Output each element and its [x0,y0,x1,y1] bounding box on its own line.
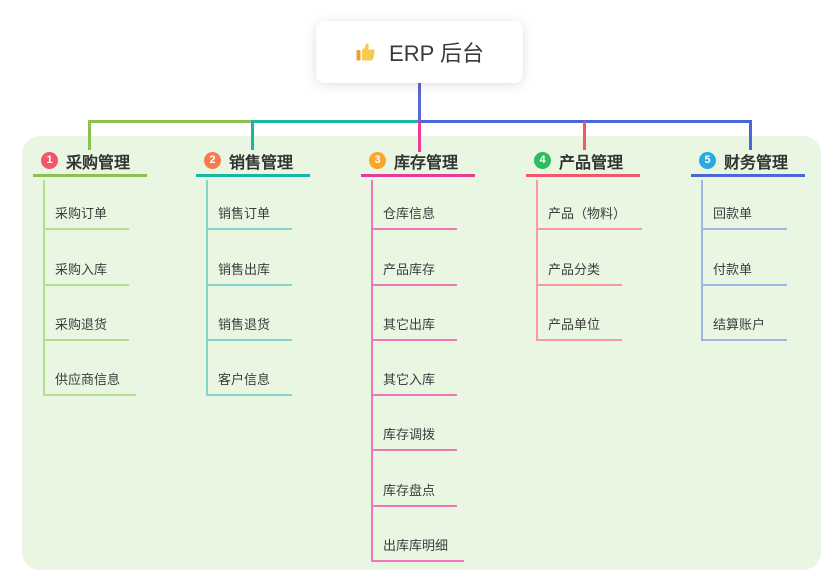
branch-label: 销售管理 [229,154,294,172]
child-label: 销售退货 [218,317,271,332]
child-label: 产品库存 [383,262,436,277]
child-label: 供应商信息 [55,372,121,387]
child-label: 其它入库 [383,372,436,387]
branch-label: 产品管理 [559,154,624,172]
child-node[interactable]: 产品分类 [536,258,622,286]
root-node[interactable]: ERP 后台 [316,21,523,83]
branch-number-badge: 1 [41,152,58,169]
child-label: 销售出库 [218,262,271,277]
child-node[interactable]: 仓库信息 [371,202,457,230]
child-node[interactable]: 产品库存 [371,258,457,286]
child-node[interactable]: 采购入库 [43,258,129,286]
branch-label: 采购管理 [66,154,131,172]
branch-label: 库存管理 [394,154,459,172]
child-node[interactable]: 供应商信息 [43,368,137,396]
child-label: 库存调拨 [383,427,436,442]
child-node[interactable]: 回款单 [701,202,787,230]
child-node[interactable]: 结算账户 [701,313,787,341]
branch-node-4[interactable]: 4 产品管理 [526,147,640,177]
child-label: 付款单 [713,262,753,277]
child-label: 采购订单 [55,206,108,221]
child-label: 其它出库 [383,317,436,332]
child-label: 出库库明细 [383,538,449,553]
child-label: 采购退货 [55,317,108,332]
branch-number-badge: 2 [204,152,221,169]
child-node[interactable]: 付款单 [701,258,787,286]
child-node[interactable]: 采购订单 [43,202,129,230]
child-node[interactable]: 产品（物料） [536,202,643,230]
branch-number-badge: 5 [699,152,716,169]
branch-number-badge: 4 [534,152,551,169]
branch-spine-line [371,180,373,562]
branch-node-5[interactable]: 5 财务管理 [691,147,805,177]
child-node[interactable]: 销售出库 [206,258,292,286]
root-label: ERP 后台 [389,41,484,66]
child-label: 结算账户 [713,317,766,332]
thumbs-up-icon [355,40,379,64]
child-label: 库存盘点 [383,483,436,498]
child-label: 产品（物料） [548,206,627,221]
child-label: 仓库信息 [383,206,436,221]
branch-node-1[interactable]: 1 采购管理 [33,147,147,177]
child-label: 客户信息 [218,372,271,387]
child-node[interactable]: 出库库明细 [371,534,465,562]
branch-spine-line [206,180,208,396]
branch-label: 财务管理 [724,154,789,172]
child-node[interactable]: 销售退货 [206,313,292,341]
child-node[interactable]: 产品单位 [536,313,622,341]
child-node[interactable]: 采购退货 [43,313,129,341]
child-node[interactable]: 销售订单 [206,202,292,230]
child-label: 回款单 [713,206,753,221]
branch-node-3[interactable]: 3 库存管理 [361,147,475,177]
branches-panel [22,136,821,570]
child-node[interactable]: 其它出库 [371,313,457,341]
child-label: 采购入库 [55,262,108,277]
child-node[interactable]: 客户信息 [206,368,292,396]
branch-spine-line [701,180,703,341]
child-label: 销售订单 [218,206,271,221]
branch-node-2[interactable]: 2 销售管理 [196,147,310,177]
child-node[interactable]: 其它入库 [371,368,457,396]
branch-number-badge: 3 [369,152,386,169]
branch-spine-line [43,180,45,396]
child-node[interactable]: 库存盘点 [371,479,457,507]
branch-spine-line [536,180,538,341]
child-label: 产品单位 [548,317,601,332]
child-node[interactable]: 库存调拨 [371,423,457,451]
child-label: 产品分类 [548,262,601,277]
